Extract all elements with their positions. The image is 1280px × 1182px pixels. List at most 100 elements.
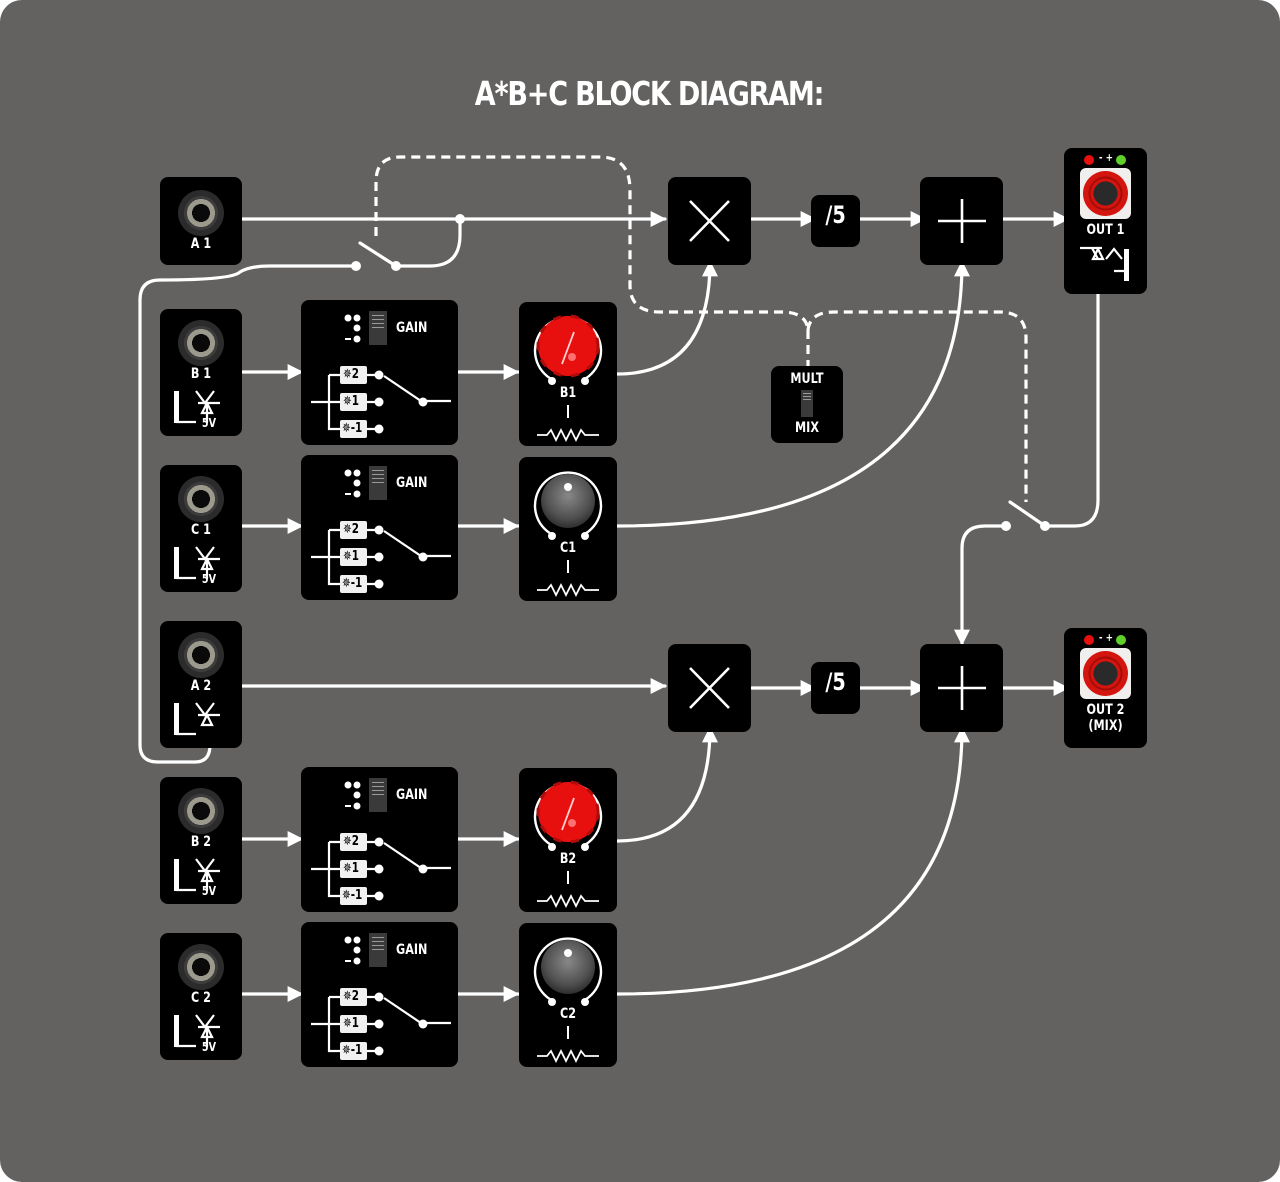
gain-selector-diagram — [311, 469, 451, 593]
switch-contact-b — [391, 261, 401, 271]
divide-label-1: /5 — [825, 201, 846, 229]
multiply-block-2 — [668, 644, 751, 732]
output-label-1: OUT 1 — [1086, 222, 1125, 238]
input-jack-c2[interactable] — [178, 944, 224, 990]
gain-selector-diagram — [311, 781, 451, 905]
mix-switch-contact-a — [1001, 521, 1011, 531]
gain-option-x1[interactable]: ✵1 — [343, 394, 359, 409]
input-block-c2: C 2 5V — [160, 933, 242, 1060]
input-label-b2: B 2 — [190, 834, 212, 850]
gain-label: GAIN — [396, 942, 428, 958]
gain-block-c2: GAIN ✵2 ✵1 ✵-1 — [301, 922, 458, 1067]
knob-block-c1: C1 — [519, 457, 617, 601]
gain-label: GAIN — [396, 475, 428, 491]
voltage-label: 5V — [201, 884, 217, 898]
knob-block-c2: C2 — [519, 923, 617, 1067]
gain-option-x-neg1[interactable]: ✵-1 — [342, 576, 363, 591]
gain-selector-diagram — [311, 314, 451, 438]
multiply-icon — [689, 200, 730, 242]
gain-range-switch[interactable] — [369, 778, 387, 812]
knob-label-b2: B2 — [559, 851, 577, 867]
zener-offset-icon — [174, 858, 220, 892]
add-icon — [938, 666, 986, 710]
wire-mix-switch-to-add2 — [954, 524, 1008, 646]
input-label-a2: A 2 — [190, 678, 212, 694]
gain-block-b2: GAIN ✵2 ✵1 ✵-1 — [301, 767, 458, 912]
knob-b2[interactable] — [519, 768, 617, 912]
knob-b1[interactable] — [519, 302, 617, 446]
input-block-a1: A 1 — [160, 177, 242, 265]
mix-switch-contact-b — [1040, 521, 1050, 531]
mode-toggle-switch[interactable] — [801, 390, 813, 417]
wire-knobb2-to-mult2 — [615, 726, 718, 843]
multiply-icon — [689, 667, 730, 709]
voltage-label: 5V — [201, 416, 217, 430]
wire-normal-a1-to-a2 — [138, 264, 358, 764]
diagram-title: A*B+C BLOCK DIAGRAM: — [474, 74, 825, 113]
gain-option-x1[interactable]: ✵1 — [343, 549, 359, 564]
gain-block-c1: GAIN ✵2 ✵1 ✵-1 — [301, 455, 458, 600]
knob-label-b1: B1 — [559, 385, 577, 401]
gain-option-x-neg1[interactable]: ✵-1 — [342, 421, 363, 436]
wire-mix-switch-blade — [1008, 500, 1047, 528]
input-jack-c1[interactable] — [178, 476, 224, 522]
gain-range-switch[interactable] — [369, 311, 387, 345]
voltage-label: 5V — [201, 1040, 217, 1054]
input-jack-a1[interactable] — [178, 190, 224, 236]
gain-label: GAIN — [396, 320, 428, 336]
control-line-mode-to-mix-switch — [806, 310, 1028, 502]
knob-block-b2: B2 — [519, 768, 617, 912]
gain-option-x1[interactable]: ✵1 — [343, 861, 359, 876]
input-jack-b2[interactable] — [178, 788, 224, 834]
control-line-mode-to-a1-switch — [374, 155, 810, 331]
gain-option-x2[interactable]: ✵2 — [343, 989, 359, 1004]
add-block-2 — [920, 644, 1003, 732]
gain-option-x-neg1[interactable]: ✵-1 — [342, 888, 363, 903]
add-block-1 — [920, 177, 1003, 265]
zener-offset-icon — [174, 702, 220, 736]
gain-option-x-neg1[interactable]: ✵-1 — [342, 1043, 363, 1058]
gain-option-x2[interactable]: ✵2 — [343, 367, 359, 382]
led-positive — [1116, 635, 1126, 645]
wire-a1-tap — [394, 217, 462, 268]
zener-offset-icon — [174, 1014, 220, 1048]
output-jack-2[interactable] — [1080, 648, 1131, 699]
input-block-c1: C 1 5V — [160, 465, 242, 592]
gain-block-b1: GAIN ✵2 ✵1 ✵-1 — [301, 300, 458, 445]
wire-knobc2-to-add2 — [615, 726, 970, 996]
output-jack-1[interactable] — [1080, 168, 1131, 219]
input-label-c2: C 2 — [191, 990, 211, 1006]
knob-c2[interactable] — [519, 923, 617, 1067]
mode-switch-bottom-label: MIX — [795, 420, 819, 436]
gain-range-switch[interactable] — [369, 466, 387, 500]
gain-range-switch[interactable] — [369, 933, 387, 967]
zener-offset-icon — [174, 390, 220, 424]
knob-label-c2: C2 — [559, 1006, 576, 1022]
mode-switch-top-label: MULT — [790, 371, 824, 387]
knob-label-c1: C1 — [559, 540, 576, 556]
multiply-block-1 — [668, 177, 751, 265]
junction-a1 — [455, 214, 465, 224]
gain-option-x2[interactable]: ✵2 — [343, 834, 359, 849]
knob-c1[interactable] — [519, 457, 617, 601]
voltage-label: 5V — [201, 572, 217, 586]
input-jack-b1[interactable] — [178, 320, 224, 366]
input-jack-a2[interactable] — [178, 632, 224, 678]
divide-block-1: /5 — [811, 195, 860, 247]
knob-block-b1: B1 — [519, 302, 617, 446]
gain-label: GAIN — [396, 787, 428, 803]
led-polarity-label: - + — [1097, 151, 1115, 164]
gain-option-x2[interactable]: ✵2 — [343, 522, 359, 537]
input-block-b1: B 1 5V — [160, 309, 242, 436]
zener-offset-icon — [1080, 246, 1129, 281]
zener-offset-icon — [174, 546, 220, 580]
input-label-b1: B 1 — [190, 366, 212, 382]
gain-option-x1[interactable]: ✵1 — [343, 1016, 359, 1031]
input-label-a1: A 1 — [190, 236, 212, 252]
wire-knobc1-to-add1 — [615, 260, 970, 528]
divide-block-2: /5 — [811, 662, 860, 714]
output-label-2: OUT 2 — [1086, 702, 1125, 718]
led-positive — [1116, 155, 1126, 165]
led-minus-sign: - — [1098, 151, 1103, 164]
